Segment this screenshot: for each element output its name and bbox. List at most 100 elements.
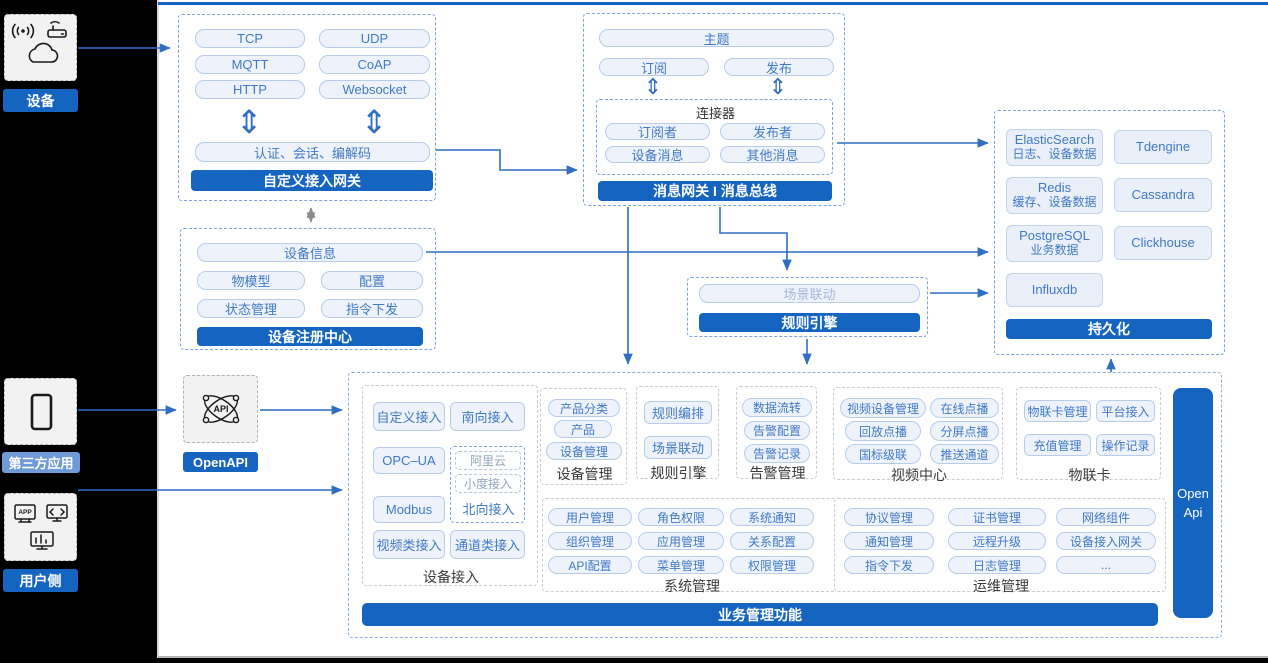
store-sub: 缓存、设备数据 — [1012, 195, 1097, 210]
store-name: Cassandra — [1131, 186, 1195, 202]
openapi-label: OpenAPI — [193, 454, 248, 470]
opc-ua-pill: OPC–UA — [373, 447, 445, 474]
device-access-label: 设备接入 — [423, 569, 479, 585]
remote-upgrade-pill: 远程升级 — [948, 532, 1046, 550]
pill-label: API配置 — [568, 558, 612, 573]
ops-mgmt-label: 运维管理 — [973, 578, 1029, 594]
xiaodu-pill: 小度接入 — [455, 474, 521, 493]
pill-label: 系统通知 — [747, 510, 796, 525]
operation-record-pill: 操作记录 — [1096, 434, 1155, 456]
message-box: 主题 订阅 发布 ⇕ ⇕ 连接器 订阅者 发布者 设备消息 其他消息 消息网关 … — [583, 13, 845, 206]
pill-label: 关系配置 — [747, 534, 796, 549]
ops-mgmt-section: 协议管理 证书管理 网络组件 通知管理 远程升级 设备接入网关 指令下发 日志管… — [834, 498, 1166, 594]
video-center-label: 视频中心 — [891, 467, 947, 483]
scene-linkage-label: 场景联动 — [783, 287, 836, 302]
notice-mgmt-pill: 通知管理 — [844, 532, 934, 550]
config-label: 配置 — [358, 274, 385, 289]
device-mgmt-label: 设备管理 — [556, 466, 613, 482]
pill-label: 通知管理 — [864, 534, 913, 549]
command-issue-pill: 指令下发 — [844, 556, 934, 574]
gateway-title-bar: 自定义接入网关 — [191, 170, 433, 191]
message-bus-title-bar: 消息网关 I 消息总线 — [598, 181, 832, 201]
device-badge: 设备 — [3, 89, 78, 112]
scene-linkage-pill2: 场景联动 — [644, 436, 712, 459]
log-mgmt-pill: 日志管理 — [948, 556, 1046, 574]
pill-label: 充值管理 — [1033, 438, 1082, 453]
more-pill: ... — [1056, 556, 1156, 574]
protocol-mgmt-pill: 协议管理 — [844, 508, 934, 526]
user-side-badge-label: 用户侧 — [19, 572, 62, 589]
protocol-pill-udp: UDP — [319, 29, 430, 48]
pill-label: 在线点播 — [940, 401, 989, 416]
cert-mgmt-pill: 证书管理 — [948, 508, 1046, 526]
double-arrow-icon: ⇕ — [235, 103, 263, 141]
subscriber-pill: 订阅者 — [605, 123, 710, 140]
registry-title-bar: 设备注册中心 — [197, 327, 423, 346]
recharge-mgmt-pill: 充值管理 — [1024, 434, 1091, 456]
pill-label: 产品分类 — [559, 401, 608, 416]
app-mgmt-pill: 应用管理 — [638, 532, 724, 550]
store-elasticsearch: ElasticSearch 日志、设备数据 — [1006, 129, 1103, 166]
iot-card-label: 物联卡 — [1068, 467, 1111, 483]
pill-label: 通道类接入 — [454, 538, 520, 553]
message-bus-title: 消息网关 I 消息总线 — [653, 183, 777, 199]
top-accent-line — [158, 2, 1268, 5]
status-mgmt-label: 状态管理 — [224, 302, 277, 317]
pill-label: 设备接入网关 — [1069, 534, 1142, 549]
open-api-bar-line1: Open — [1177, 485, 1209, 501]
device-message-pill: 设备消息 — [605, 146, 710, 163]
device-info-pill: 设备信息 — [197, 243, 423, 262]
rule-engine-title-bar: 规则引擎 — [699, 313, 920, 332]
auth-session-pill: 认证、会话、编解码 — [195, 142, 430, 162]
double-arrow-icon: ⇕ — [360, 103, 388, 141]
pill-label: 视频设备管理 — [846, 401, 919, 416]
protocol-pill-http: HTTP — [195, 80, 305, 99]
openapi-badge: OpenAPI — [183, 452, 258, 472]
device-message-label: 设备消息 — [631, 148, 684, 163]
protocol-pill-websocket: Websocket — [319, 80, 430, 99]
protocol-pill-mqtt: MQTT — [195, 55, 305, 74]
channel-access-pill: 通道类接入 — [450, 530, 525, 559]
user-side-badge: 用户侧 — [3, 569, 78, 592]
command-pill: 指令下发 — [321, 299, 423, 318]
other-message-pill: 其他消息 — [720, 146, 825, 163]
pill-label: 网络组件 — [1081, 510, 1130, 525]
openapi-icon-text: API — [213, 404, 228, 414]
store-postgresql: PostgreSQL 业务数据 — [1006, 225, 1103, 262]
device-badge-label: 设备 — [26, 92, 55, 109]
modbus-pill: Modbus — [373, 496, 445, 523]
platform-access-pill: 平台接入 — [1096, 400, 1155, 422]
store-name: ElasticSearch — [1014, 132, 1095, 148]
pill-label: 小度接入 — [463, 477, 512, 491]
persistence-title-bar: 持久化 — [1006, 319, 1212, 339]
data-flow-pill: 数据流转 — [742, 398, 812, 417]
connector-box: 连接器 订阅者 发布者 设备消息 其他消息 — [596, 99, 833, 175]
store-clickhouse: Clickhouse — [1114, 226, 1212, 260]
pill-label: 视频类接入 — [376, 538, 442, 553]
business-title: 业务管理功能 — [718, 606, 802, 623]
bottom-divider-line — [158, 656, 1268, 658]
store-tdengine: Tdengine — [1114, 130, 1212, 164]
product-pill: 产品 — [554, 420, 612, 438]
pill-label: 物联卡管理 — [1027, 404, 1088, 419]
gb-cascade-pill: 国标级联 — [845, 444, 921, 464]
video-center-section: 视频设备管理 在线点播 回放点播 分屏点播 国标级联 推送通道 视频中心 — [833, 387, 1003, 483]
store-name: Influxdb — [1031, 281, 1078, 297]
registry-box: 设备信息 物模型 配置 状态管理 指令下发 设备注册中心 — [180, 228, 436, 350]
pill-label: 自定义接入 — [376, 410, 442, 425]
store-name: Tdengine — [1135, 138, 1191, 154]
pill-label: 阿里云 — [469, 454, 506, 468]
online-play-pill: 在线点播 — [930, 398, 999, 418]
pill-label: ... — [1100, 558, 1111, 572]
user-side-icon-box: APP — [4, 493, 77, 561]
protocol-label: UDP — [360, 31, 389, 46]
pill-label: 告警配置 — [752, 424, 801, 438]
double-arrow-icon: ⇕ — [643, 75, 663, 100]
protocol-label: CoAP — [357, 57, 392, 72]
org-mgmt-pill: 组织管理 — [548, 532, 632, 550]
role-perm-pill: 角色权限 — [638, 508, 724, 526]
config-pill: 配置 — [321, 271, 423, 290]
store-name: PostgreSQL — [1019, 228, 1090, 244]
device-mgmt-section: 产品分类 产品 设备管理 设备管理 — [540, 388, 627, 485]
protocol-pill-coap: CoAP — [319, 55, 430, 74]
